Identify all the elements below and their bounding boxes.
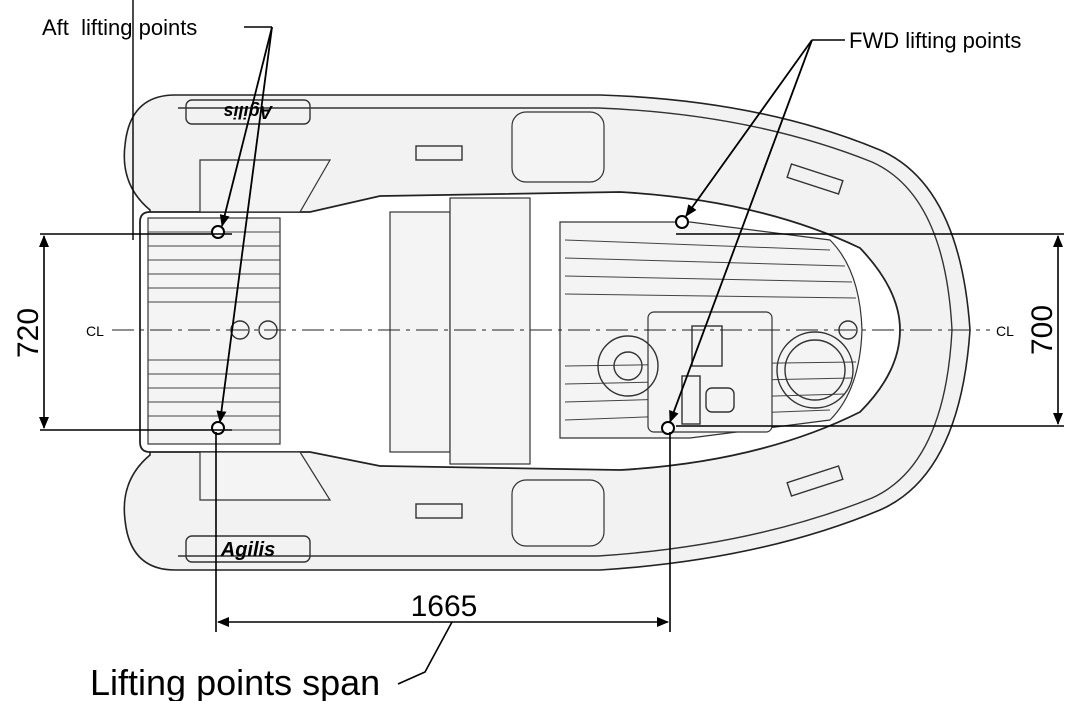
aft-pad-bottom [199, 451, 332, 501]
hatch-bottom [511, 479, 605, 547]
bow-hatch-inner [784, 339, 846, 401]
fwd-lifting-points-label: FWD lifting points [849, 28, 1021, 53]
dimensions: 1665 720 700 [12, 233, 1064, 632]
steering-wheel [597, 335, 659, 397]
steering-wheel-hub [613, 351, 643, 381]
labels: Aft lifting points FWD lifting points Li… [42, 15, 1021, 701]
span-dimension-value: 1665 [411, 590, 478, 623]
brand-decal-bottom [185, 535, 311, 563]
grab-top-fwd [786, 163, 844, 195]
aft-arrow-bottom [216, 26, 273, 423]
aft-deck [147, 217, 281, 445]
fwd-arrow-bottom [669, 39, 813, 423]
aft-lifting-point-bottom [211, 421, 225, 435]
aft-width-value: 720 [12, 308, 45, 358]
centerline-label-right: CL [996, 323, 1014, 339]
fwd-lifting-point-top [675, 215, 689, 229]
aft-arrow-top [219, 26, 273, 227]
aft-pad-top [199, 159, 332, 213]
seat-bench [449, 197, 531, 465]
grab-top [415, 145, 463, 161]
seat-bench-front [389, 211, 451, 453]
console-throttle [705, 387, 735, 413]
aft-lifting-point-top [211, 225, 225, 239]
brand-text-bottom: Agilis [220, 539, 275, 561]
callout-leaders [132, 0, 845, 685]
grab-bottom [415, 503, 463, 519]
bow-hatch [776, 331, 854, 409]
fwd-width-value: 700 [1026, 305, 1059, 355]
span-label-leader [397, 621, 453, 685]
hatch-top [511, 111, 605, 183]
grab-bottom-fwd [786, 465, 844, 497]
centerline-label-left: CL [86, 323, 104, 339]
console-switch-panel [681, 375, 701, 425]
console-display [691, 325, 723, 367]
boat-drawing: Agilis Agilis [112, 94, 990, 571]
fwd-lifting-point-bottom [661, 421, 675, 435]
fwd-arrow-top [685, 39, 813, 217]
lifting-points-span-label: Lifting points span [90, 662, 380, 701]
aft-lifting-points-label: Aft lifting points [42, 15, 197, 40]
